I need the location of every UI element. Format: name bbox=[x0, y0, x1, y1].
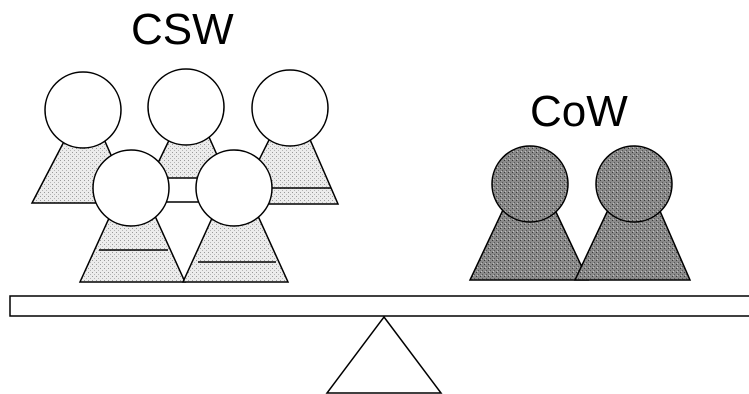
csw-figure-1-head bbox=[44, 71, 122, 149]
csw-figure-3-head bbox=[251, 69, 329, 147]
csw-figure-5-head bbox=[195, 149, 273, 227]
csw-figure-4-head bbox=[92, 149, 170, 227]
csw-figure-4 bbox=[78, 149, 187, 283]
cow-figure-2 bbox=[573, 145, 692, 281]
seesaw-beam bbox=[9, 295, 749, 317]
cow-figure-1-head bbox=[491, 145, 569, 223]
csw-label: CSW bbox=[131, 5, 234, 54]
csw-figure-5 bbox=[181, 149, 290, 283]
csw-figure-2-head bbox=[147, 68, 225, 146]
cow-figure-1 bbox=[468, 145, 590, 281]
seesaw-fulcrum bbox=[325, 315, 443, 394]
cow-label: CoW bbox=[530, 87, 628, 136]
cow-figure-2-head bbox=[595, 145, 673, 223]
